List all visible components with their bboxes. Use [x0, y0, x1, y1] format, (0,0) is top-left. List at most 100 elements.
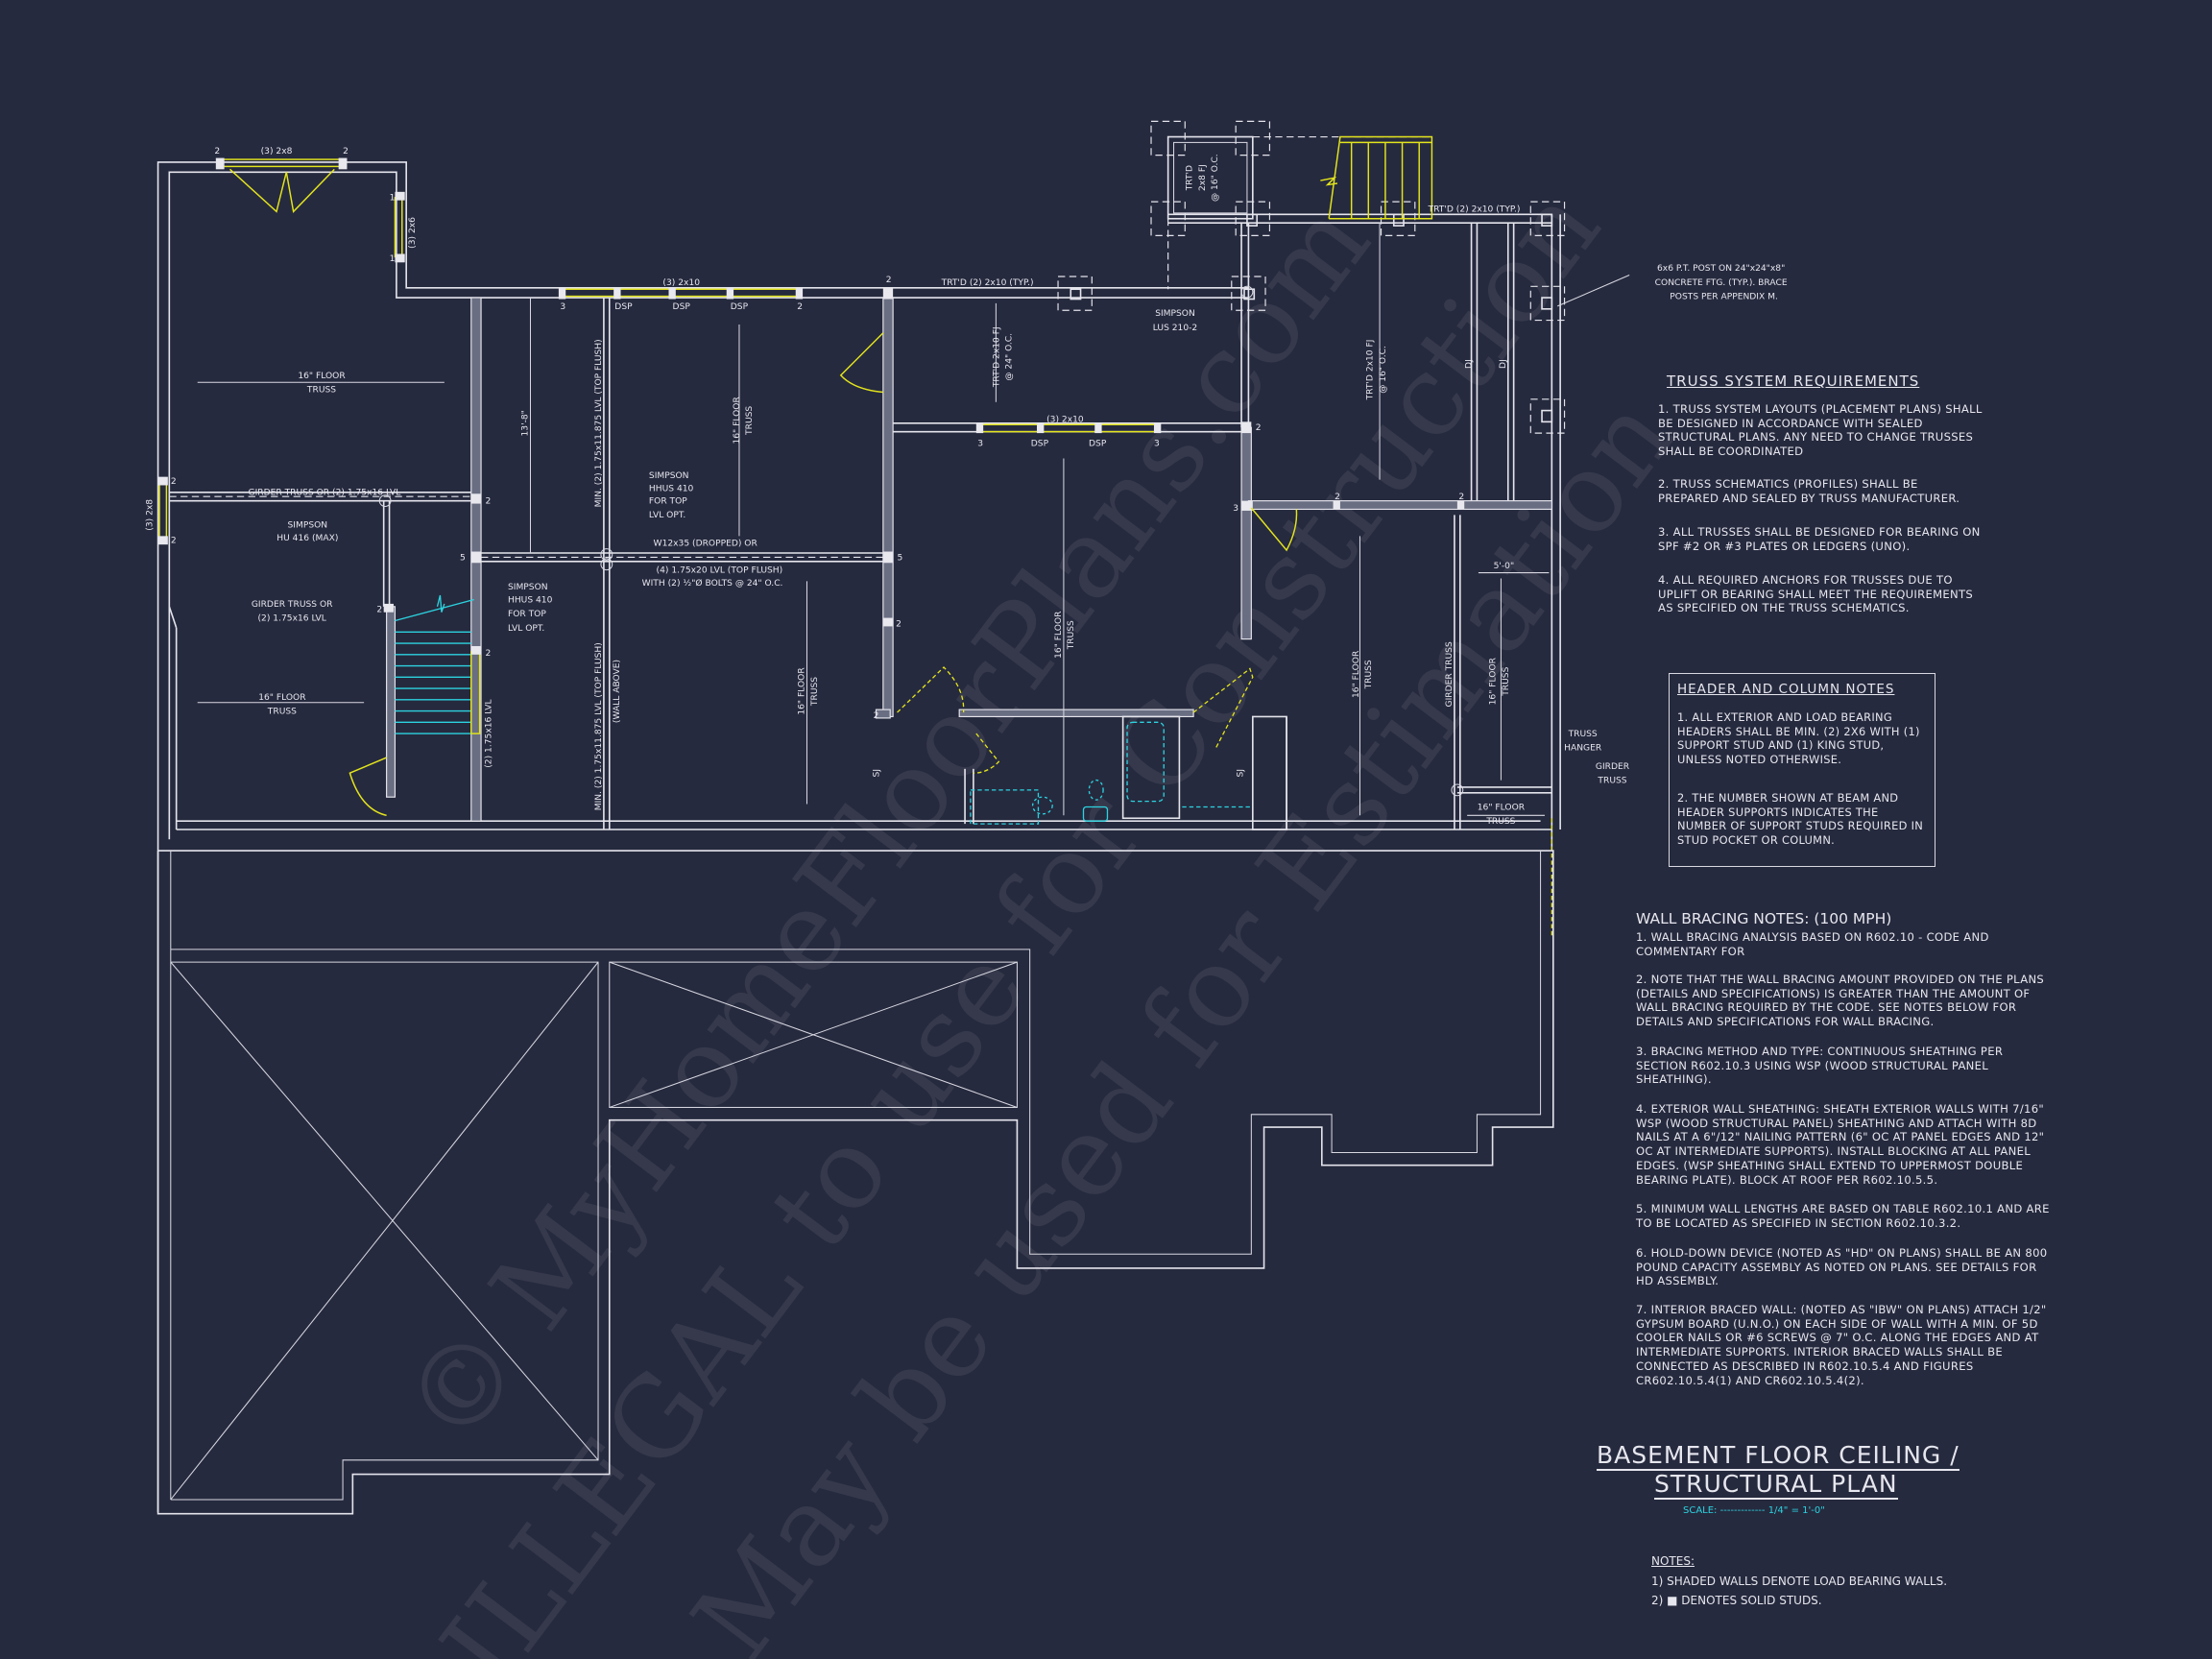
- label: MIN. (2) 1.75x11.875 LVL (TOP FLUSH): [594, 339, 604, 507]
- stud-count: 2: [171, 477, 177, 487]
- truss-note-1: 1. TRUSS SYSTEM LAYOUTS (PLACEMENT PLANS…: [1658, 402, 1983, 459]
- label: SJ: [1237, 769, 1246, 777]
- label: TRUSS: [306, 385, 336, 395]
- span-arrows: [197, 223, 1630, 816]
- label: WITH (2) ½"Ø BOLTS @ 24" O.C.: [642, 578, 783, 589]
- label: 2x8 FJ: [1198, 164, 1208, 191]
- dimension: 13'-8": [521, 410, 531, 436]
- wall-bracing-title: WALL BRACING NOTES: (100 MPH): [1636, 910, 1892, 927]
- bath-fixtures: [970, 721, 1253, 825]
- truss-note-2: 2. TRUSS SCHEMATICS (PROFILES) SHALL BE …: [1658, 477, 1960, 505]
- label: TRUSS: [267, 708, 297, 717]
- bracing-note-2: 2. NOTE THAT THE WALL BRACING AMOUNT PRO…: [1636, 973, 2045, 1029]
- stud-count: 2: [896, 619, 902, 629]
- dimension: 5'-0": [1494, 562, 1515, 571]
- label: SIMPSON: [288, 521, 328, 531]
- label: GIRDER TRUSS OR (2) 1.75x16 LVL: [249, 489, 402, 498]
- stud-count: 2: [486, 497, 492, 507]
- general-notes-title: NOTES:: [1651, 1554, 1695, 1568]
- exterior-walls: [156, 135, 1561, 1513]
- label: FOR TOP: [649, 497, 687, 507]
- label: TRUSS: [810, 677, 820, 707]
- stud-count: 2: [886, 276, 892, 285]
- label: LVL OPT.: [649, 511, 685, 520]
- watermark-line-3: May be used for Estimation: [669, 375, 1698, 1659]
- label: 16" FLOOR: [258, 693, 306, 703]
- label: FOR TOP: [508, 610, 546, 619]
- label: GIRDER: [1596, 762, 1630, 772]
- doors: [229, 168, 1552, 939]
- label: DSP: [1031, 439, 1049, 448]
- stud-count: 2: [171, 537, 177, 546]
- label: TRUSS: [1568, 730, 1598, 739]
- stud-count: 1: [390, 194, 396, 204]
- drawing-scale: SCALE: ------------- 1/4" = 1'-0": [1683, 1505, 1825, 1516]
- label: TRUSS: [745, 406, 755, 436]
- stud-count: 2: [1458, 493, 1464, 502]
- label: 16" FLOOR: [1352, 650, 1361, 698]
- truss-note-4: 4. ALL REQUIRED ANCHORS FOR TRUSSES DUE …: [1658, 573, 1974, 615]
- bracing-note-1: 1. WALL BRACING ANALYSIS BASED ON R602.1…: [1636, 930, 1989, 958]
- stud-count: 2: [376, 606, 382, 615]
- header-column-notes-title: HEADER AND COLUMN NOTES: [1677, 682, 1895, 697]
- label: TRT'D (2) 2x10 (TYP.): [1428, 204, 1521, 214]
- stud-count: 3: [1233, 504, 1238, 514]
- label: TRUSS: [1597, 777, 1626, 786]
- label: 16" FLOOR: [1054, 611, 1064, 659]
- interior-stair: [395, 594, 474, 734]
- stud-count: 1: [390, 254, 396, 264]
- label: DSP: [731, 302, 749, 312]
- label: TRUSS: [1067, 620, 1076, 650]
- plan-labels: (3) 2x8 2 2 (3) 2x6 1 1 16" FLOOR TRUSS …: [146, 147, 1788, 827]
- stud-count: 2: [1256, 423, 1262, 433]
- label: HHUS 410: [649, 484, 694, 493]
- label: DSP: [673, 302, 691, 312]
- general-note-2: 2) ■ DENOTES SOLID STUDS.: [1651, 1594, 1822, 1607]
- label: POSTS PER APPENDIX M.: [1670, 293, 1778, 302]
- stud-count: 2: [486, 649, 492, 659]
- bracing-note-5: 5. MINIMUM WALL LENGTHS ARE BASED ON TAB…: [1636, 1202, 2050, 1230]
- label: 16" FLOOR: [1478, 803, 1526, 812]
- label: TRUSS: [1364, 660, 1374, 689]
- label: LVL OPT.: [508, 624, 544, 634]
- label: 16" FLOOR: [1489, 657, 1499, 705]
- stud-count: 3: [1154, 439, 1160, 448]
- truss-note-3: 3. ALL TRUSSES SHALL BE DESIGNED FOR BEA…: [1658, 525, 1981, 553]
- label: 16" FLOOR: [798, 667, 807, 715]
- label: SJ: [872, 769, 881, 777]
- label: HU 416 (MAX): [276, 534, 338, 543]
- watermark: © MyHomeFloorPlans.com ILLEGAL to use fo…: [380, 165, 1698, 1659]
- label: SIMPSON: [1155, 309, 1195, 319]
- label: GIRDER TRUSS: [1445, 641, 1455, 707]
- label: (3) 2x6: [408, 217, 418, 249]
- bracing-note-3: 3. BRACING METHOD AND TYPE: CONTINUOUS S…: [1636, 1045, 2004, 1087]
- label: DJ: [1465, 359, 1475, 369]
- label: DJ: [1499, 359, 1508, 369]
- header-column-notes-box: HEADER AND COLUMN NOTES 1. ALL EXTERIOR …: [1669, 673, 1936, 867]
- label: TRT'D (2) 2x10 (TYP.): [941, 278, 1034, 288]
- label: (3) 2x10: [662, 278, 700, 288]
- label: TRT'D 2x10 FJ: [1366, 340, 1376, 401]
- truss-requirements-title: TRUSS SYSTEM REQUIREMENTS: [1667, 373, 1920, 390]
- bath-walls: [964, 715, 1287, 830]
- label: SIMPSON: [508, 583, 548, 592]
- deck-stairs: [1320, 135, 1433, 220]
- label: (3) 2x8: [261, 147, 293, 156]
- stud-count: 3: [977, 439, 983, 448]
- label: CONCRETE FTG. (TYP.). BRACE: [1655, 278, 1788, 288]
- stud-count: 2: [797, 302, 803, 312]
- label: 16" FLOOR: [298, 372, 346, 381]
- label: HHUS 410: [508, 595, 553, 605]
- label: TRT'D: [1186, 165, 1195, 191]
- label: (WALL ABOVE): [613, 660, 622, 723]
- bracing-note-6: 6. HOLD-DOWN DEVICE (NOTED AS "HD" ON PL…: [1636, 1246, 2048, 1288]
- stud-count: 2: [874, 711, 879, 721]
- bracing-note-7: 7. INTERIOR BRACED WALL: (NOTED AS "IBW"…: [1636, 1303, 2047, 1387]
- post-footings: [1057, 120, 1566, 434]
- drawing-title-line-2: STRUCTURAL PLAN: [1654, 1470, 1898, 1500]
- label: TRT'D 2x10 FJ: [992, 326, 1001, 388]
- label: 6x6 P.T. POST ON 24"x24"x8": [1657, 264, 1785, 274]
- label: (3) 2x8: [146, 499, 156, 531]
